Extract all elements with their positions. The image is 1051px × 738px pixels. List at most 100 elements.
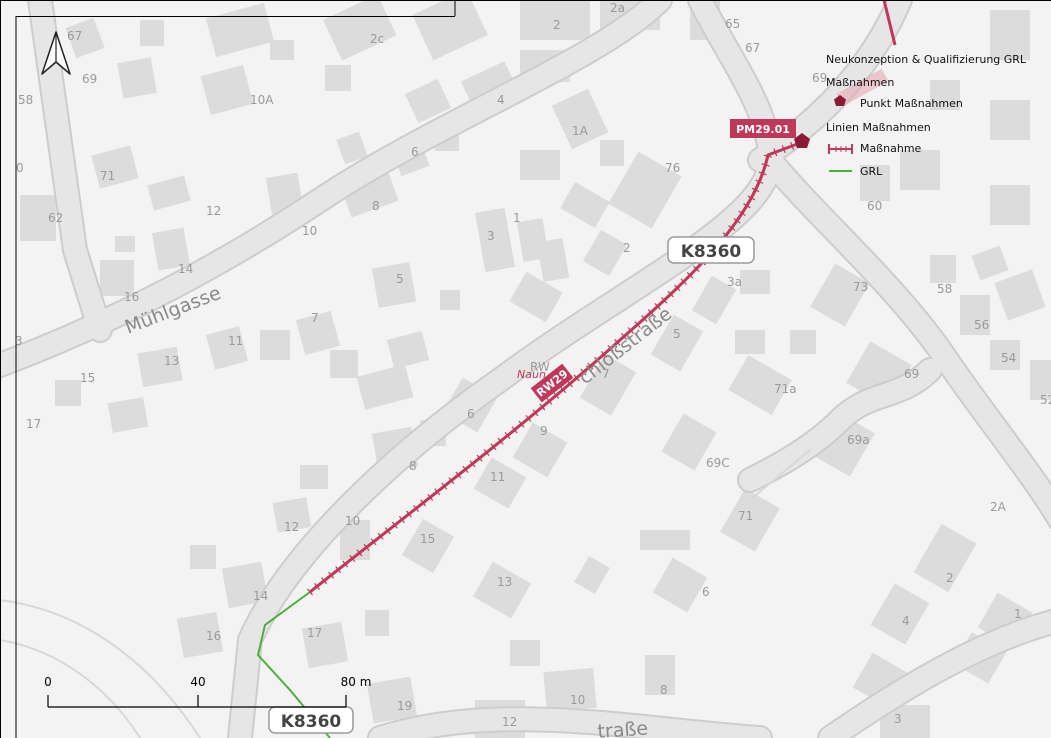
measure-tick [349,554,356,562]
measure-tick [546,397,553,405]
road-shield-k8360-upper: K8360 [667,236,755,264]
house-number: 13 [164,354,179,368]
legend-line-item: Maßnahme [860,142,922,155]
house-number: 73 [853,280,868,294]
measure-tick [321,577,328,585]
measure-tick [406,510,412,518]
house-number: 4 [902,614,910,628]
house-number: 65 [725,17,740,31]
measure-tick [607,344,614,352]
scale-bar: 0 40 80 m [44,675,372,708]
measure-tick [335,566,342,574]
house-number: 69 [82,72,97,86]
measure-tick [600,350,607,358]
measure-tick [620,333,628,340]
scale-label-80: 80 m [341,675,372,689]
house-number: 16 [124,290,139,304]
house-number: 12 [206,204,221,218]
buildings-layer [20,0,1051,738]
house-number: 17 [307,626,322,640]
measure-tick [634,321,641,328]
house-number: 15 [420,532,435,546]
house-number: 10 [345,514,360,528]
house-number: 11 [228,334,243,348]
road-shield-lower-text: K8360 [281,712,342,732]
measure-tick [661,296,668,304]
point-measure-marker[interactable] [794,133,810,148]
measure-tick [773,148,778,157]
measure-tick [743,203,751,209]
measure-tick [518,420,525,428]
house-number: 16 [206,629,221,643]
house-number: 69 [904,367,919,381]
legend-point-item: Punkt Maßnahmen [860,97,963,110]
measure-tick [504,432,511,440]
house-number: 7 [602,367,610,381]
house-number: 6 [702,585,710,599]
street-label-bottom: traße [597,718,649,738]
house-number: 3 [487,229,495,243]
house-number: 4 [497,93,505,107]
measure-tick [328,571,335,579]
house-number: 6 [411,145,419,159]
measure-tick [532,409,539,417]
house-number: 13 [497,575,512,589]
measure-tick [686,272,694,279]
measure-tick [370,538,377,546]
measure-tick [614,339,621,346]
measure-tick [728,225,736,231]
measure-tick [763,154,772,158]
measure-tick [427,493,434,501]
measure-line-north[interactable] [882,0,897,46]
house-number: 69C [706,456,730,470]
house-number: 3 [894,712,902,726]
house-number: 2 [553,18,561,32]
house-number: 71a [774,382,797,396]
measure-tick [413,504,419,512]
measure-tick [594,356,601,364]
measure-tag-point[interactable]: PM29.01 [730,119,796,138]
house-number: 58 [18,93,33,107]
measure-tick [693,265,700,273]
measure-tick [781,145,786,154]
house-number: 2a [610,1,625,15]
measure-tag-north-faded [836,68,889,107]
measure-tick [441,482,448,490]
house-number: 12 [284,520,299,534]
measure-tick [391,521,398,529]
measure-tick [539,403,546,411]
measure-tick [553,391,560,399]
house-number: 76 [665,161,680,175]
measure-tick [398,516,405,524]
measure-tick [497,437,504,445]
house-number: 14 [253,589,268,603]
house-number: 2 [946,571,954,585]
house-number: 52 [1040,393,1051,407]
measure-tick [455,471,462,479]
map-legend: Neukonzeption & Qualifizierung GRL Maßna… [826,53,1027,178]
house-number: 56 [974,318,989,332]
measure-tick [761,163,770,167]
measure-tick [641,315,648,322]
house-number: 1A [572,124,589,138]
house-number: 14 [178,262,193,276]
road-shield-upper-text: K8360 [681,242,742,262]
grl-route-line[interactable] [256,591,331,738]
measure-tick [384,527,391,535]
measure-tick [790,141,795,150]
measure-tick [525,414,532,422]
measure-tick [647,309,655,316]
house-number: 58 [937,282,952,296]
legend-point-group: Maßnahmen [826,76,894,89]
scale-label-0: 0 [44,675,52,689]
house-number: 8 [409,459,417,473]
house-number: 1 [513,211,521,225]
legend-title: Neukonzeption & Qualifizierung GRL [826,53,1027,66]
house-number: 17 [26,417,41,431]
north-arrow-icon [41,31,71,75]
measure-line[interactable] [307,0,897,596]
